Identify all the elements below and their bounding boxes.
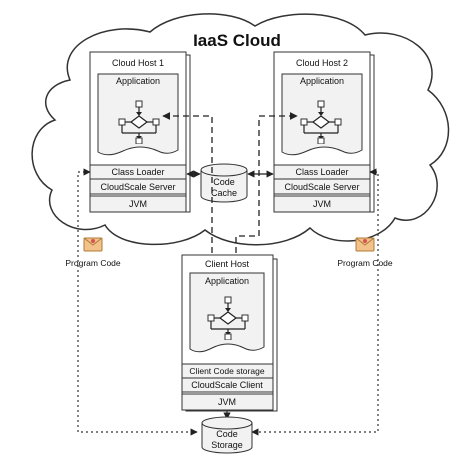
- dotted-right-to-class-loader: [251, 168, 379, 436]
- host2-class-loader: Class Loader: [295, 167, 348, 177]
- client-jvm: JVM: [218, 397, 236, 407]
- code-cache-label-1: Code: [213, 177, 235, 187]
- cloud-title: IaaS Cloud: [193, 31, 281, 50]
- code-storage-label-2: Storage: [211, 440, 243, 450]
- program-code-right-label: Program Code: [337, 258, 393, 268]
- host1-title: Cloud Host 1: [112, 58, 164, 68]
- host2-title: Cloud Host 2: [296, 58, 348, 68]
- host1-server: CloudScale Server: [100, 182, 175, 192]
- cloud-host-1: Cloud Host 1 Application Class Loader Cl…: [89, 51, 191, 213]
- client-application-label: Application: [205, 276, 249, 286]
- code-storage: Code Storage: [201, 416, 253, 454]
- program-code-right-envelope-icon: [355, 237, 375, 252]
- code-cache-label-2: Cache: [211, 188, 237, 198]
- host2-jvm: JVM: [313, 199, 331, 209]
- host2-application-label: Application: [300, 76, 344, 86]
- host1-class-loader: Class Loader: [111, 167, 164, 177]
- dashed-arrow-client-to-host1: [162, 112, 213, 283]
- program-code-left-envelope-icon: [83, 237, 103, 252]
- client-host-title: Client Host: [205, 259, 250, 269]
- program-code-left-label: Program Code: [65, 258, 121, 268]
- code-storage-label-1: Code: [216, 429, 238, 439]
- host2-server: CloudScale Server: [284, 182, 359, 192]
- client-code-storage: Client Code storage: [189, 366, 264, 376]
- cloud-host-2: Cloud Host 2 Application Class Loader Cl…: [273, 51, 375, 213]
- client-host: Client Host Application Client Code stor…: [181, 254, 278, 412]
- host1-application-label: Application: [116, 76, 160, 86]
- client-cloudscale-client: CloudScale Client: [191, 380, 263, 390]
- host1-jvm: JVM: [129, 199, 147, 209]
- dotted-left-to-class-loader: [77, 168, 198, 436]
- code-cache: Code Cache: [200, 163, 248, 203]
